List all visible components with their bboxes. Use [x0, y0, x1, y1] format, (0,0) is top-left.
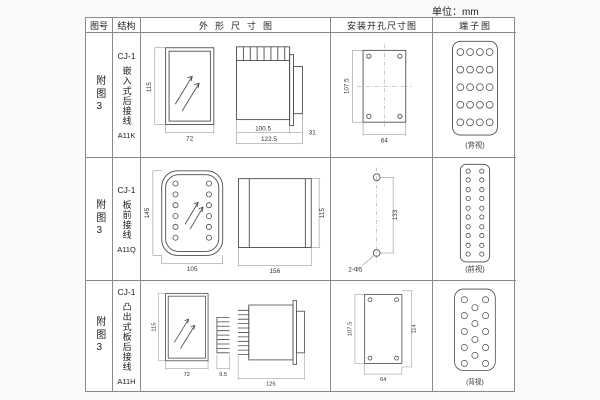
model-label-row2: CJ-1 — [117, 184, 136, 195]
front-view-row1 — [165, 47, 215, 125]
mount-h-row2: 133 — [392, 209, 399, 220]
fig-no-cell-row1: 附图3 — [86, 33, 113, 158]
structure-label-row3: 凸出式板后接线 — [121, 301, 132, 372]
code-label-row1: A11K — [117, 130, 136, 140]
mount-w-row1: 64 — [381, 138, 389, 145]
mounting-cell-row3: 107.5 114 64 — [331, 281, 433, 391]
outline-cell-row1: 115 72 100.5 31 122.5 — [141, 33, 331, 158]
mount-h-row3: 107.5 — [347, 322, 353, 336]
dimension-table: 图号 结构 外形尺寸图 安装开孔尺寸图 端子图 附图3 CJ-1 嵌入式后接线 … — [85, 17, 516, 392]
structure-label-row1: 嵌入式后接线 — [121, 65, 132, 126]
mount-h2-row3: 114 — [412, 324, 418, 334]
fig-no-label-row1: 附图3 — [93, 75, 105, 115]
front-pins-row2 — [172, 180, 212, 241]
side-view-row3 — [237, 300, 305, 365]
side-view-row2 — [238, 178, 312, 248]
model-label-row1: CJ-1 — [117, 50, 136, 61]
dim-front-h-row2: 145 — [144, 207, 151, 218]
terminal-view-label-row2: (前视) — [465, 265, 484, 274]
dim-side2-row1: 122.5 — [261, 136, 277, 143]
fig-no-cell-row3: 附图3 — [86, 281, 113, 391]
terminal-cell-row3: (背视) — [433, 281, 516, 391]
mounting-cell-row2: 133 2-Φ5 — [331, 158, 433, 281]
side-view-row1 — [236, 46, 303, 126]
mount-holes-label-row2: 2-Φ5 — [348, 266, 363, 273]
header-structure-label: 结构 — [117, 20, 136, 31]
centerlines-row1 — [357, 44, 412, 128]
header-fig-no-label: 图号 — [89, 20, 108, 31]
dim-front-h-row3: 115 — [151, 323, 157, 332]
header-mounting: 安装开孔尺寸图 — [331, 18, 433, 33]
code-label-row2: A11Q — [117, 244, 136, 254]
mounting-drawing-row1: 107.5 64 — [344, 44, 412, 145]
outline-drawing-row1: 115 72 100.5 31 122.5 — [146, 46, 317, 145]
dim-front-w-row3: 72 — [184, 372, 190, 378]
outline-drawing-row2: 145 105 156 115 — [144, 170, 326, 275]
mount-dims-row2 — [361, 176, 395, 266]
dimension-lines-row3 — [158, 293, 305, 380]
mount-h-row1: 107.5 — [344, 78, 351, 94]
dimension-lines-row1 — [154, 47, 303, 145]
dim-side1-row2: 156 — [270, 268, 281, 275]
terminal-drawing-row3: (背视) — [454, 288, 496, 386]
outline-drawing-row3: 115 72 9.5 126 — [151, 293, 305, 388]
outline-cell-row2: 145 105 156 115 — [141, 158, 331, 281]
mounting-cell-row1: 107.5 64 — [331, 33, 433, 158]
dim-side2-row2: 115 — [319, 208, 326, 219]
dim-front-w-row1: 72 — [186, 135, 194, 142]
cutout-row3 — [364, 293, 403, 364]
terminal-drawing-row1: (背视) — [452, 40, 498, 150]
structure-cell-row2: CJ-1 板前接线 A11Q — [113, 158, 141, 281]
unit-label: 单位：mm — [432, 7, 479, 18]
terminal-drawing-row2: (前视) — [459, 163, 491, 274]
header-terminal: 端子图 — [433, 18, 516, 33]
structure-label-row2: 板前接线 — [121, 199, 132, 240]
outline-cell-row3: 115 72 9.5 126 — [141, 281, 331, 391]
terminal-cell-row2: (前视) — [433, 158, 516, 281]
model-label-row3: CJ-1 — [117, 286, 136, 297]
dim-side1-row1: 100.5 — [255, 125, 271, 132]
terminal-holes-row3 — [460, 296, 490, 367]
terminal-view-label-row3: (背视) — [466, 377, 484, 386]
structure-cell-row1: CJ-1 嵌入式后接线 A11K — [113, 33, 141, 158]
header-terminal-label: 端子图 — [458, 20, 492, 31]
front-view-row3 — [165, 293, 209, 362]
dim-side1-row3: 126 — [266, 382, 276, 388]
header-structure: 结构 — [113, 18, 141, 33]
mounting-drawing-row2: 133 2-Φ5 — [348, 167, 399, 273]
terminal-holes-row2 — [465, 168, 485, 257]
terminal-cell-row1: (背视) — [433, 33, 516, 158]
header-mounting-label: 安装开孔尺寸图 — [346, 20, 417, 31]
fig-no-label-row2: 附图3 — [93, 199, 105, 239]
fin-section-row3 — [216, 317, 230, 354]
dim-front-h-row1: 115 — [146, 82, 153, 93]
mount-dims-row3 — [354, 290, 413, 375]
dimension-lines-row2 — [152, 170, 321, 267]
dim-fin-row3: 9.5 — [219, 372, 227, 378]
dim-front-w-row2: 105 — [187, 266, 198, 273]
structure-cell-row3: CJ-1 凸出式板后接线 A11H — [113, 281, 141, 391]
terminal-holes-row1 — [456, 48, 494, 127]
mounting-drawing-row3: 107.5 114 64 — [347, 290, 418, 383]
fig-no-cell-row2: 附图3 — [86, 158, 113, 281]
header-fig-no: 图号 — [86, 18, 113, 33]
terminal-view-label-row1: (背视) — [465, 141, 484, 150]
dim-side3-row1: 31 — [309, 129, 317, 136]
mount-dims-row1 — [352, 50, 407, 136]
mount-w-row3: 64 — [380, 377, 387, 383]
front-view-row2 — [161, 170, 224, 256]
header-outline: 外形尺寸图 — [141, 18, 331, 33]
code-label-row3: A11H — [117, 376, 136, 386]
header-outline-label: 外形尺寸图 — [198, 20, 279, 31]
fig-no-label-row3: 附图3 — [93, 316, 105, 356]
